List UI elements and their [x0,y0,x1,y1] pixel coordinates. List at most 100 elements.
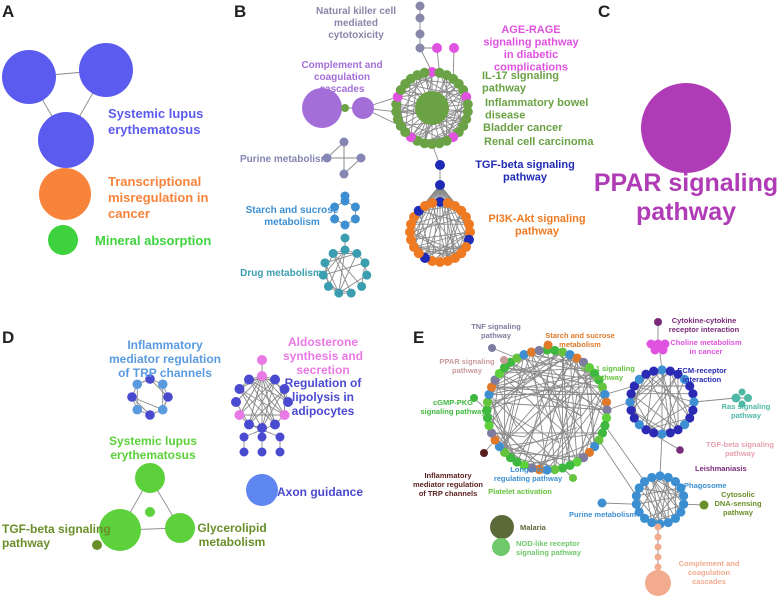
tnf-node [488,344,496,352]
phagosome-node [639,513,650,523]
complement-node [302,88,342,128]
edge [510,361,608,411]
edge [418,210,470,225]
tgf-node [435,160,445,170]
ecm-node [688,405,698,415]
edge [417,74,469,105]
edge [499,446,578,463]
edge [248,375,263,425]
ras-node [744,394,752,402]
edge [562,352,571,466]
lipolysis-node [257,423,267,433]
pi3k-node [463,219,474,230]
edge [569,354,578,462]
pi3k-node [405,227,415,237]
lipolysis-node [244,419,254,430]
choline-node [650,345,660,355]
edge [486,354,571,411]
ecm-node [689,397,699,407]
left-cluster-node [490,435,500,445]
trp-node [145,410,155,420]
drug-node [357,281,367,291]
left-cluster-node [601,413,612,423]
edge [409,231,456,259]
edge [659,433,663,477]
edge [636,487,681,497]
phagosome-node [663,517,673,528]
edge [531,351,578,463]
edge [431,231,471,262]
ecm-node [641,369,651,379]
trp-node [132,379,143,390]
edge [598,439,637,497]
edge [531,351,607,419]
tgf-node [435,180,445,190]
phagosome-node [663,472,673,483]
ras-node [738,388,746,396]
edge [397,72,425,120]
left-cluster-node [594,375,604,385]
left-cluster-node [482,397,493,407]
edge [410,75,418,138]
left-cluster-node [534,464,544,475]
left-cluster-node [602,405,612,415]
ecm-node [657,365,667,375]
edge [604,385,635,395]
lipolysis-node [231,397,241,407]
left-cluster-node [484,389,494,400]
lupus-node [99,509,141,551]
drug-node [340,245,350,255]
edge [516,351,532,393]
left-cluster-node [519,349,529,360]
trp-node [127,392,137,402]
cytokine-node [654,318,662,326]
left-cluster-node [542,465,552,475]
lipolysis-node [239,432,249,442]
il17-node [434,138,445,149]
complement-node [654,563,662,571]
renal-label: Renal cell carcinoma [484,136,594,148]
lipolysis-node [244,374,254,385]
edge [424,205,462,254]
left-cluster-node [565,460,575,471]
drug-node [352,248,362,258]
il17-node [427,139,437,149]
trp-node [157,404,168,415]
lipolysis-node [275,432,285,442]
phagosome-node [647,517,657,528]
lipolysis-node [283,397,293,407]
mineral-label: Mineral absorption [95,233,211,248]
ecm-node [673,369,683,379]
edge [516,354,571,463]
left-cluster-node [590,441,600,452]
edge [322,249,346,276]
lipolysis-node [279,384,290,394]
edge [424,184,441,259]
edge [523,354,595,447]
ecm-node [680,420,690,430]
edge [431,202,449,262]
lipolysis-node [270,374,280,385]
edge [248,388,285,425]
starch-node [340,196,350,206]
ecm-node [685,381,695,391]
nk-node [415,13,425,23]
ecm-node [626,389,636,399]
edge [639,487,684,497]
purine-node [597,498,607,508]
trp-node [145,374,155,384]
purine-node [322,153,332,163]
left-cluster-node [519,460,529,471]
ecm-node [649,428,659,438]
edge [410,118,467,138]
left-cluster-node [590,368,600,379]
